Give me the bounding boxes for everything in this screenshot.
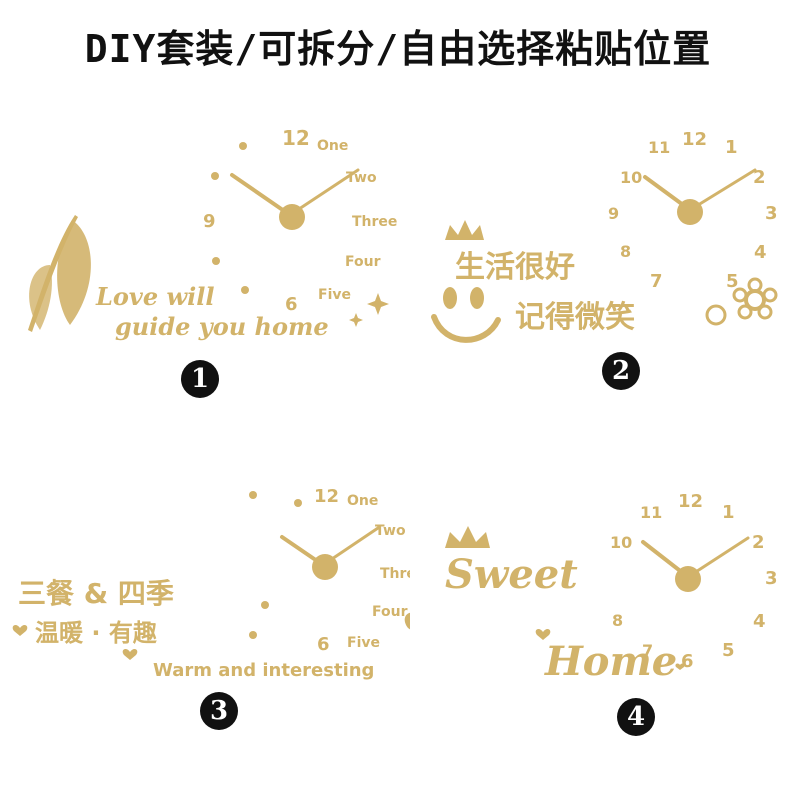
clock-number: 10: [620, 168, 642, 187]
clock-number: 7: [642, 641, 653, 660]
clock-number: 11: [648, 138, 670, 157]
option-badge: 2: [602, 352, 640, 390]
page-title: DIY套装/可拆分/自由选择粘贴位置: [84, 27, 712, 71]
quote-text: 生活很好: [455, 250, 575, 285]
clock-number: 9: [608, 204, 619, 223]
sparkle-icon: [367, 293, 389, 315]
crown-icon: [445, 220, 484, 240]
clock-word: Four: [372, 604, 408, 620]
clock-number: 6: [285, 294, 298, 315]
quote-text: 三餐 & 四季: [18, 577, 174, 610]
flower-icon: [705, 277, 778, 326]
clock-number: 2: [753, 167, 766, 188]
heart-icon: [535, 628, 551, 640]
quote-text: Love will: [95, 282, 214, 311]
clock-number: 10: [610, 533, 632, 552]
clock-number: 4: [753, 611, 766, 632]
clock-number: 8: [620, 242, 631, 261]
clock-number: 11: [640, 503, 662, 522]
clock-number: 7: [650, 271, 663, 292]
clock-word: Three: [352, 214, 397, 230]
quote-text: 温暖 · 有趣: [35, 619, 158, 647]
clock-panel-1: 12 9 6 One Two Three Four Five Love will…: [28, 126, 397, 341]
clock-number: 12: [682, 129, 707, 150]
clock-number: 3: [765, 568, 778, 589]
clock-number: 12: [678, 491, 703, 512]
clock-number: 6: [681, 651, 694, 672]
quote-text: 记得微笑: [515, 300, 635, 335]
clock-number: 4: [754, 242, 767, 263]
clock-number: 6: [317, 634, 330, 655]
clock-number: 1: [725, 137, 738, 158]
clock-word: Two: [346, 170, 377, 186]
clock-panel-3: 12 6 One Two Three Four Five 三餐 & 四季 温暖 …: [12, 486, 410, 681]
clock-word: One: [317, 138, 348, 154]
clock-word: One: [347, 493, 378, 509]
clock-panel-2: 12 1 2 3 4 5 7 8 9 10 11 生活很好 记得微笑: [431, 129, 778, 343]
clock-number: 5: [722, 640, 735, 661]
clock-word: Five: [318, 287, 351, 303]
quote-text: Warm and interesting: [153, 660, 374, 681]
quote-text: Home: [544, 638, 677, 685]
clock-number: 2: [752, 532, 765, 553]
quote-text: guide you home: [115, 312, 329, 341]
option-badge: 1: [181, 360, 219, 398]
clock-panel-4: 12 11 1 10 2 3 4 5 6 7 8 Sweet Home: [445, 491, 778, 685]
feather-icon: [28, 215, 91, 332]
clock-number: 1: [722, 502, 735, 523]
clock-word: Two: [375, 523, 406, 539]
clock-number: 12: [282, 126, 310, 150]
clock-number: 8: [612, 611, 623, 630]
clock-word: Three: [380, 566, 410, 582]
clock-word: Four: [345, 254, 381, 270]
clock-number: 9: [203, 211, 216, 232]
smiley-face-icon: [431, 287, 501, 343]
crown-icon: [445, 526, 490, 548]
clock-number: 12: [314, 486, 339, 507]
quote-text: Sweet: [445, 551, 578, 598]
clock-number: 5: [726, 271, 739, 292]
option-badge: 3: [200, 692, 238, 730]
clock-word: Five: [347, 635, 380, 651]
clock-number: 3: [765, 203, 778, 224]
heart-icon: [404, 612, 410, 630]
option-badge: 4: [617, 698, 655, 736]
